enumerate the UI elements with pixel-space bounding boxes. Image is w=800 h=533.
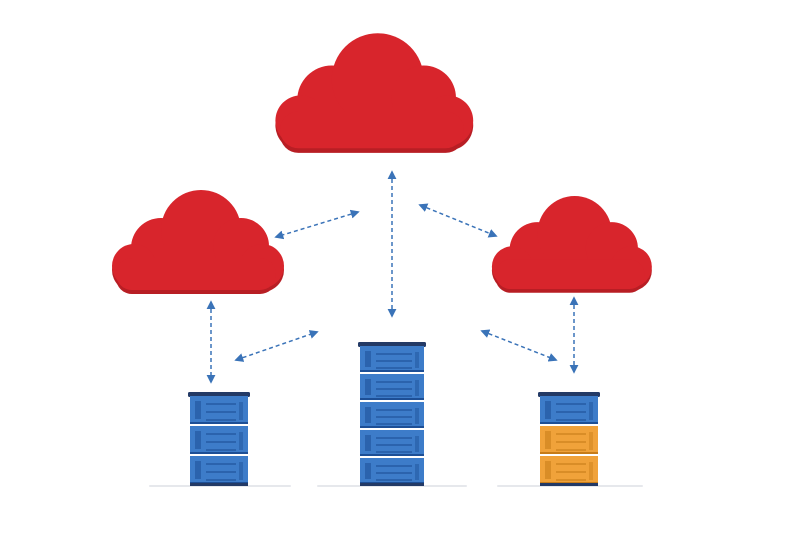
server-unit	[360, 430, 424, 456]
server-unit	[360, 374, 424, 400]
cloud-icon	[112, 190, 284, 294]
server-unit	[540, 396, 598, 424]
server-unit	[190, 426, 248, 454]
cloud-icon	[275, 33, 474, 153]
cloud-icon	[491, 196, 652, 293]
server-cap	[358, 342, 426, 347]
server-cap	[538, 392, 600, 397]
server-unit	[540, 426, 598, 454]
server-unit	[360, 402, 424, 428]
server-unit	[190, 456, 248, 484]
clouds-layer	[112, 33, 652, 294]
server-base	[190, 483, 248, 486]
server-rack-icon	[188, 392, 250, 486]
server-rack-icon	[358, 342, 426, 486]
server-unit	[190, 396, 248, 424]
server-base	[540, 483, 598, 486]
bidirectional-arrow-icon	[480, 329, 558, 362]
bidirectional-arrow-icon	[418, 203, 498, 238]
servers-layer	[188, 342, 600, 486]
server-rack-icon	[538, 392, 600, 486]
server-base	[360, 483, 424, 486]
server-unit	[360, 346, 424, 372]
server-unit	[540, 456, 598, 484]
server-cap	[188, 392, 250, 397]
bidirectional-arrow-icon	[274, 209, 360, 240]
connections-layer	[206, 170, 579, 384]
server-unit	[360, 458, 424, 484]
bidirectional-arrow-icon	[234, 330, 319, 362]
